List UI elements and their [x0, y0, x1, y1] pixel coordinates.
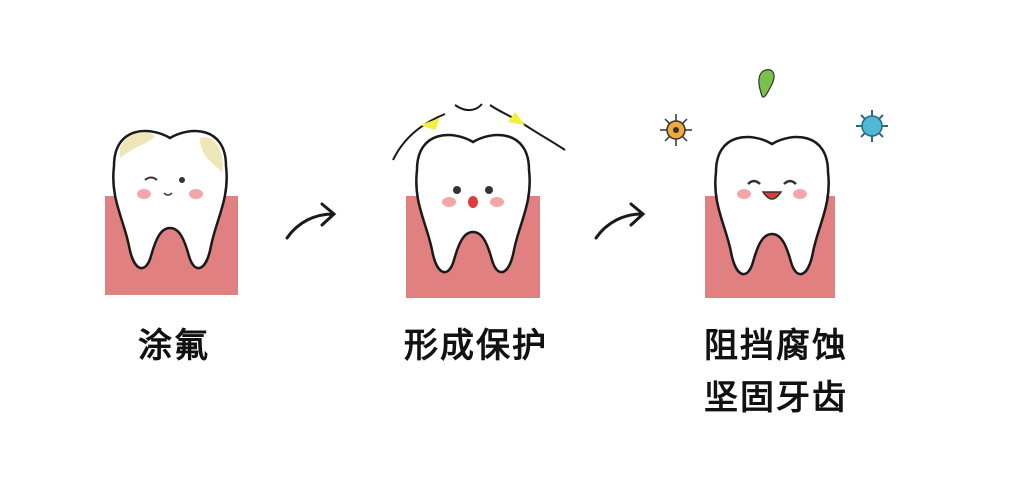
step-2-label: 形成保护 — [404, 326, 548, 366]
step-1-label: 涂氟 — [138, 326, 210, 366]
step-form-protection — [392, 103, 566, 298]
step-3-label-2: 坚固牙齿 — [704, 378, 848, 418]
bacteria-icon — [660, 114, 692, 146]
bacteria-icon — [856, 110, 888, 142]
arrow-icon — [594, 202, 646, 240]
arrow-icon — [285, 202, 337, 240]
step-block-decay — [660, 69, 888, 298]
fluoride-coating — [120, 132, 155, 158]
germ-icon — [758, 69, 775, 98]
step-3-label: 阻挡腐蚀 — [704, 326, 848, 366]
fluoride-coating — [200, 137, 223, 173]
step-apply-fluoride — [105, 129, 238, 295]
